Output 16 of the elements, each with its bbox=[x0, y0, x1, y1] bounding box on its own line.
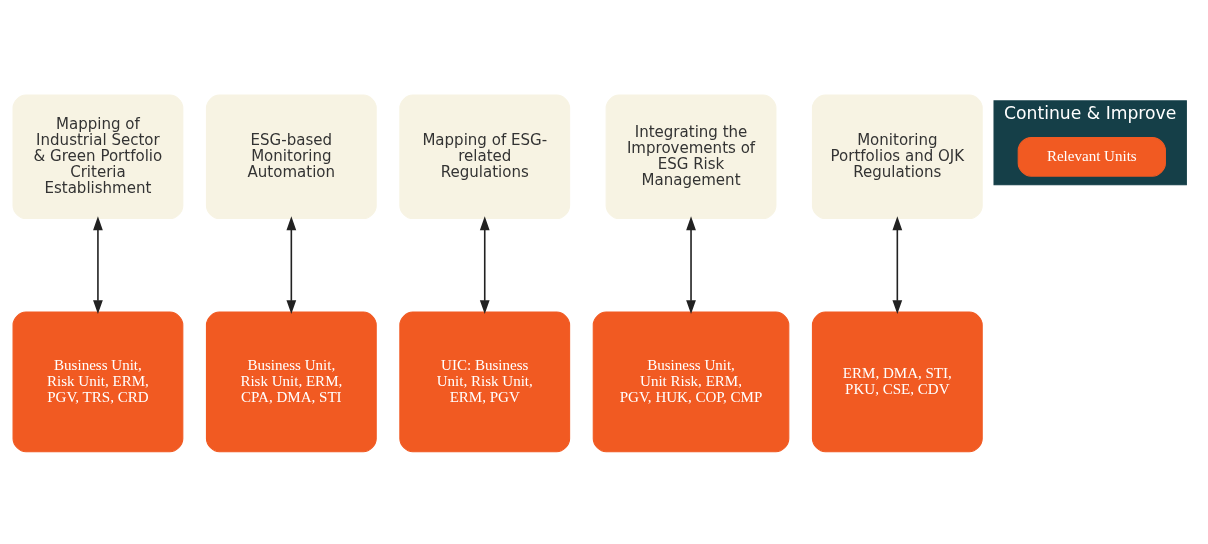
node-box: ESG-based Monitoring Automation bbox=[205, 94, 377, 220]
node-box: Business Unit, Risk Unit, ERM, PGV, TRS, CRD bbox=[12, 311, 184, 453]
node-box: Mapping of ESG-related Regulations bbox=[399, 94, 571, 220]
arrow bbox=[93, 216, 103, 315]
node-box: Mapping of Industrial Sector & Green Portfolio Criteria Establishment bbox=[12, 94, 184, 220]
node-box: Monitoring Portfolios and OJK Regulations bbox=[811, 94, 983, 220]
arrow bbox=[892, 216, 903, 315]
node-box: Business Unit, Unit Risk, ERM, PGV, HUK, COP, CMP bbox=[592, 311, 790, 453]
node-box: ERM, DMA, STI, PKU, CSE, CDV bbox=[811, 311, 983, 453]
node-box: Relevant Units bbox=[1017, 136, 1166, 177]
arrow bbox=[286, 216, 297, 315]
arrow bbox=[686, 216, 696, 315]
node-box: Business Unit, Risk Unit, ERM, CPA, DMA, STI bbox=[205, 311, 377, 453]
node-box: Integrating the Improvements of ESG Risk Management bbox=[605, 94, 777, 220]
arrow bbox=[479, 216, 490, 315]
node-box: UIC: Business Unit, Risk Unit, ERM, PGV bbox=[399, 311, 571, 453]
